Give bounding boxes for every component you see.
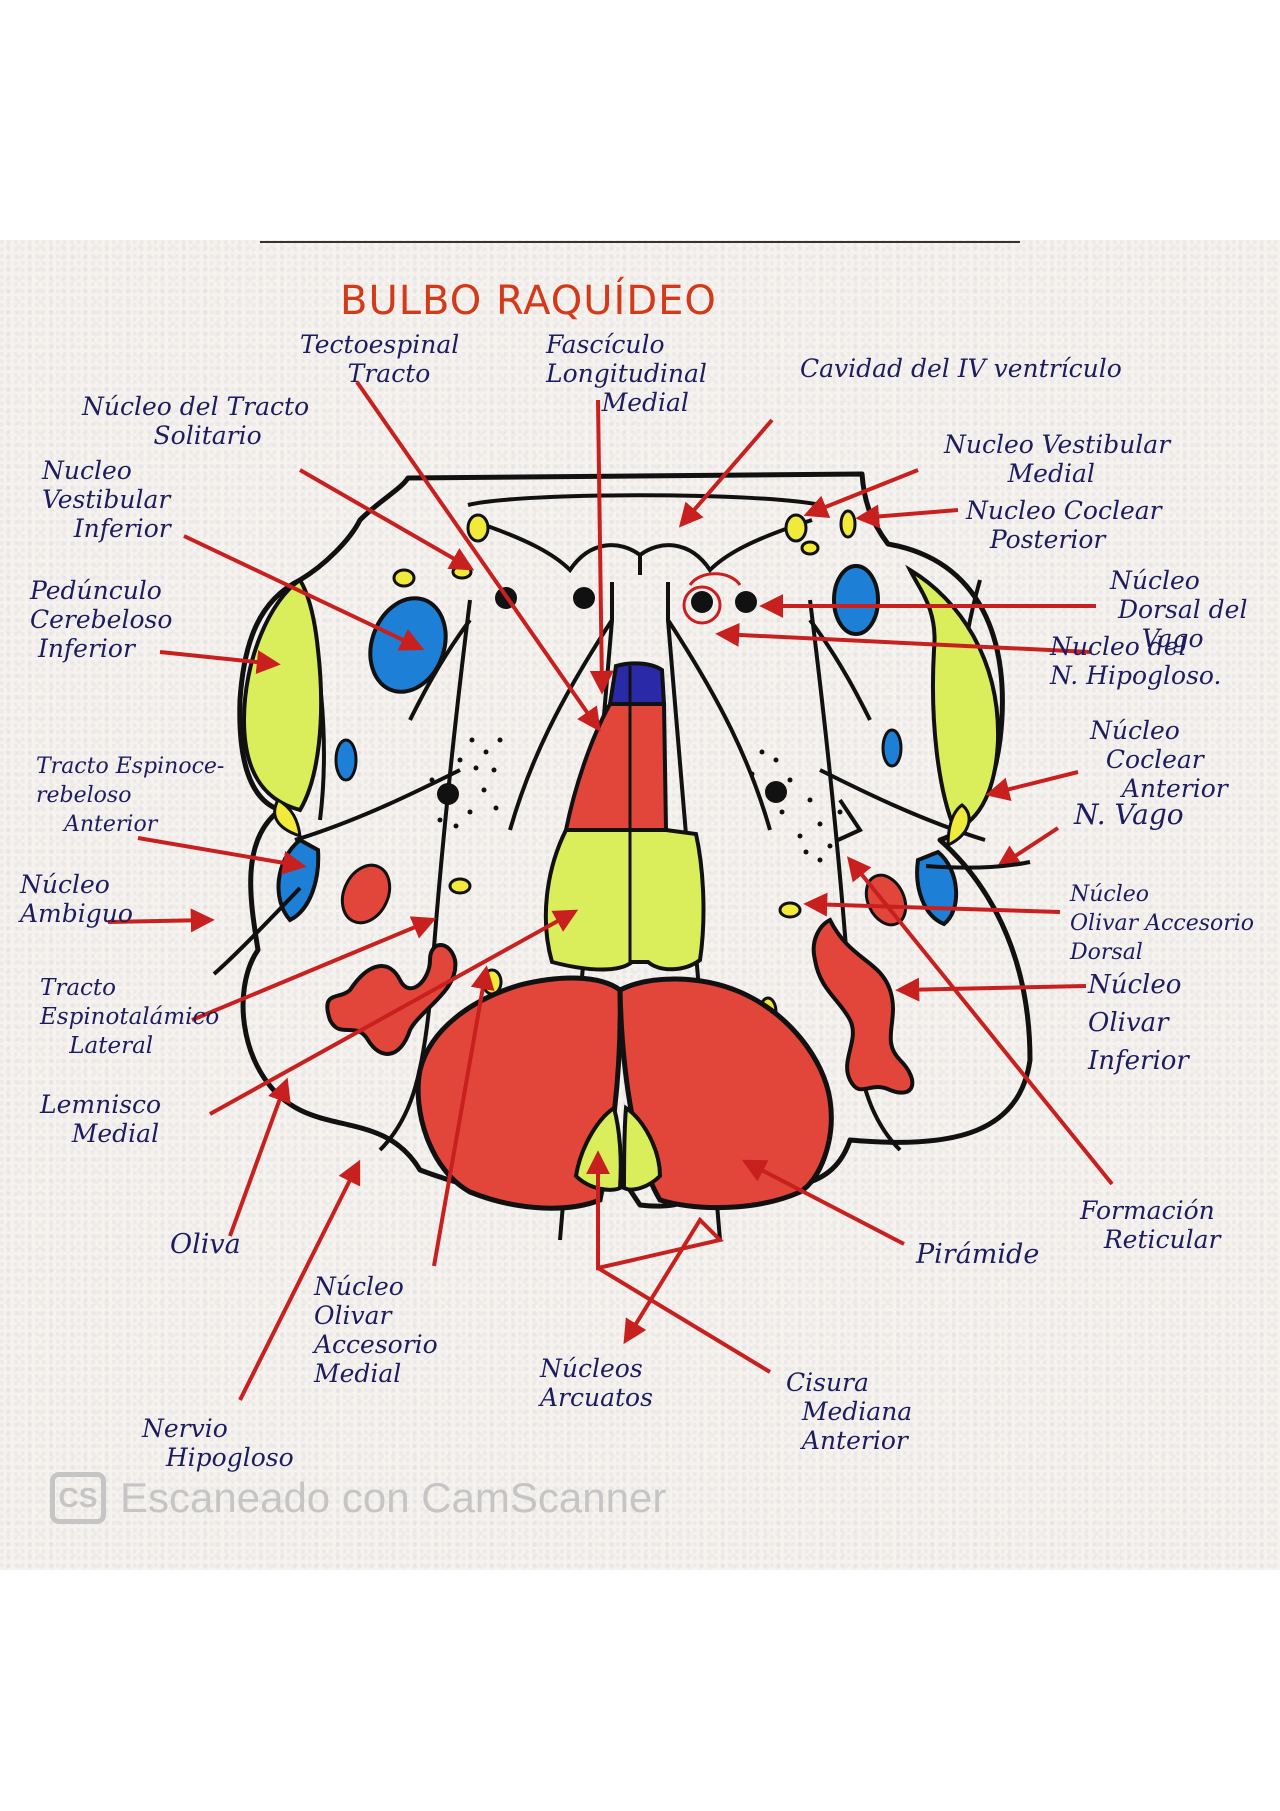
nerve-roots — [212, 798, 1031, 976]
nucleo-vestibular-inferior-left — [368, 596, 448, 694]
label-tracto-espinotalamico-lateral: Tracto Espinotalámico Lateral — [40, 975, 220, 1059]
tracto-espinocerebeloso-anterior-right — [915, 849, 959, 927]
label-nucleo-olivar-inferior: Núcleo Olivar Inferior — [1088, 970, 1189, 1076]
label-pedunculo-cerebeloso-inferior: Pedúnculo Cerebeloso Inferior — [30, 576, 173, 663]
label-nucleo-hipogloso: Nucleo del N. Hipogloso. — [1050, 632, 1222, 690]
label-nucleo-coclear-anterior: Núcleo Coclear Anterior — [1090, 716, 1228, 803]
label-nucleo-ambiguo: Núcleo Ambiguo — [20, 870, 133, 928]
label-nervio-hipogloso: Nervio Hipogloso — [142, 1414, 294, 1472]
yellow-crescent-left — [273, 797, 302, 839]
label-fasciculo-longitudinal-medial: Fascículo Longitudinal Medial — [546, 330, 707, 417]
blue-spot-right — [881, 728, 903, 768]
yellow-crescent-right — [946, 803, 971, 848]
label-nucleo-tracto-solitario: Núcleo del Tracto Solitario — [82, 392, 310, 450]
label-cisura-mediana-anterior: Cisura Mediana Anterior — [786, 1368, 913, 1455]
nucleo-vestibular-inferior-right — [832, 564, 880, 636]
label-tracto-espinocerebeloso-anterior: Tracto Espinoce- rebeloso Anterior — [36, 754, 225, 837]
label-piramide: Pirámide — [916, 1239, 1040, 1270]
lemnisco-medial-column — [543, 661, 706, 972]
label-oliva: Oliva — [170, 1229, 241, 1260]
label-nucleo-olivar-accesorio-medial: Núcleo Olivar Accesorio Medial — [314, 1272, 438, 1388]
label-formacion-reticular: Formación Reticular — [1080, 1196, 1221, 1254]
nucleo-olivar-inferior-right — [811, 917, 915, 1095]
diagram-title: BULBO RAQUÍDEO — [340, 278, 717, 324]
page-top-rule — [260, 241, 1020, 243]
nucleos-arcuatos-right — [621, 1104, 663, 1192]
label-nucleos-arcuatos: Núcleos Arcuatos — [540, 1354, 653, 1412]
leader-arrows — [107, 380, 1114, 1401]
label-cavidad-iv-ventriculo: Cavidad del IV ventrículo — [800, 354, 1122, 383]
camscanner-watermark-text: Escaneado con CamScanner — [120, 1474, 667, 1521]
camscanner-logo: CS — [50, 1472, 106, 1524]
label-tectoespinal: Tectoespinal Tracto — [300, 330, 460, 388]
tracto-espinocerebeloso-anterior-left — [276, 837, 321, 923]
blue-spot-left — [334, 738, 358, 782]
label-lemnisco-medial: Lemnisco Medial — [40, 1090, 162, 1148]
pedunculo-cerebeloso-inferior-left — [241, 577, 324, 813]
label-nucleo-vestibular-inferior: Nucleo Vestibular Inferior — [42, 456, 171, 543]
nucleo-olivar-inferior-left — [325, 943, 458, 1056]
arcuatos-cisura-leaders — [586, 1150, 772, 1374]
camscanner-watermark: CS Escaneado con CamScanner — [50, 1472, 666, 1524]
label-nucleo-olivar-accesorio-dorsal: Núcleo Olivar Accesorio Dorsal — [1070, 882, 1255, 965]
hipogloso-red-outline — [682, 572, 742, 625]
label-nervio-vago: N. Vago — [1074, 798, 1184, 831]
label-nucleo-vestibular-medial: Nucleo Vestibular Medial — [944, 430, 1171, 488]
black-nuclei-dots — [437, 587, 787, 805]
formacion-reticular-dots — [429, 737, 843, 863]
label-nucleo-coclear-posterior: Nucleo Coclear Posterior — [966, 496, 1162, 554]
nucleo-olivar-accesorio-dorsal-left — [340, 863, 392, 925]
label-nucleo-dorsal-vago: Núcleo Dorsal del Vago — [1110, 566, 1248, 653]
